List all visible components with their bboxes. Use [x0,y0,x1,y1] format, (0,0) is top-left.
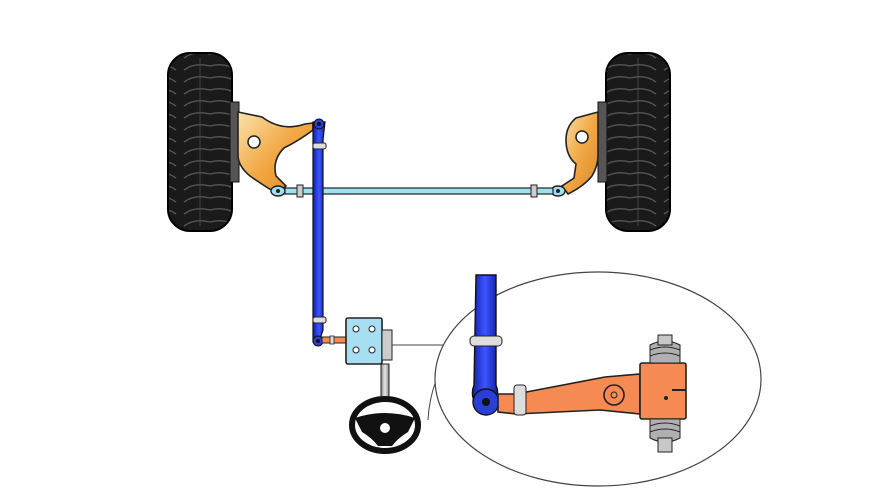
steering-wheel [349,396,421,454]
hub-icon [597,101,608,183]
zoomed-detail [469,274,687,453]
tie-rod-clamp [296,184,304,198]
drag-link-clamp [312,142,327,150]
right-steering-knuckle [550,110,599,197]
steering-column [380,363,390,399]
steering-gearbox [345,317,393,365]
left-wheel [167,52,240,232]
steering-wheel-icon [349,396,421,454]
worm-gear-icon [649,418,681,453]
drag-link [312,118,327,347]
drag-link-clamp [312,316,327,324]
detail-callout [392,271,762,487]
tie-rod-clamp [530,184,538,198]
worm-gear-icon [649,334,681,364]
tie-rod [284,184,554,198]
right-wheel [597,52,671,232]
left-steering-knuckle [237,111,314,197]
